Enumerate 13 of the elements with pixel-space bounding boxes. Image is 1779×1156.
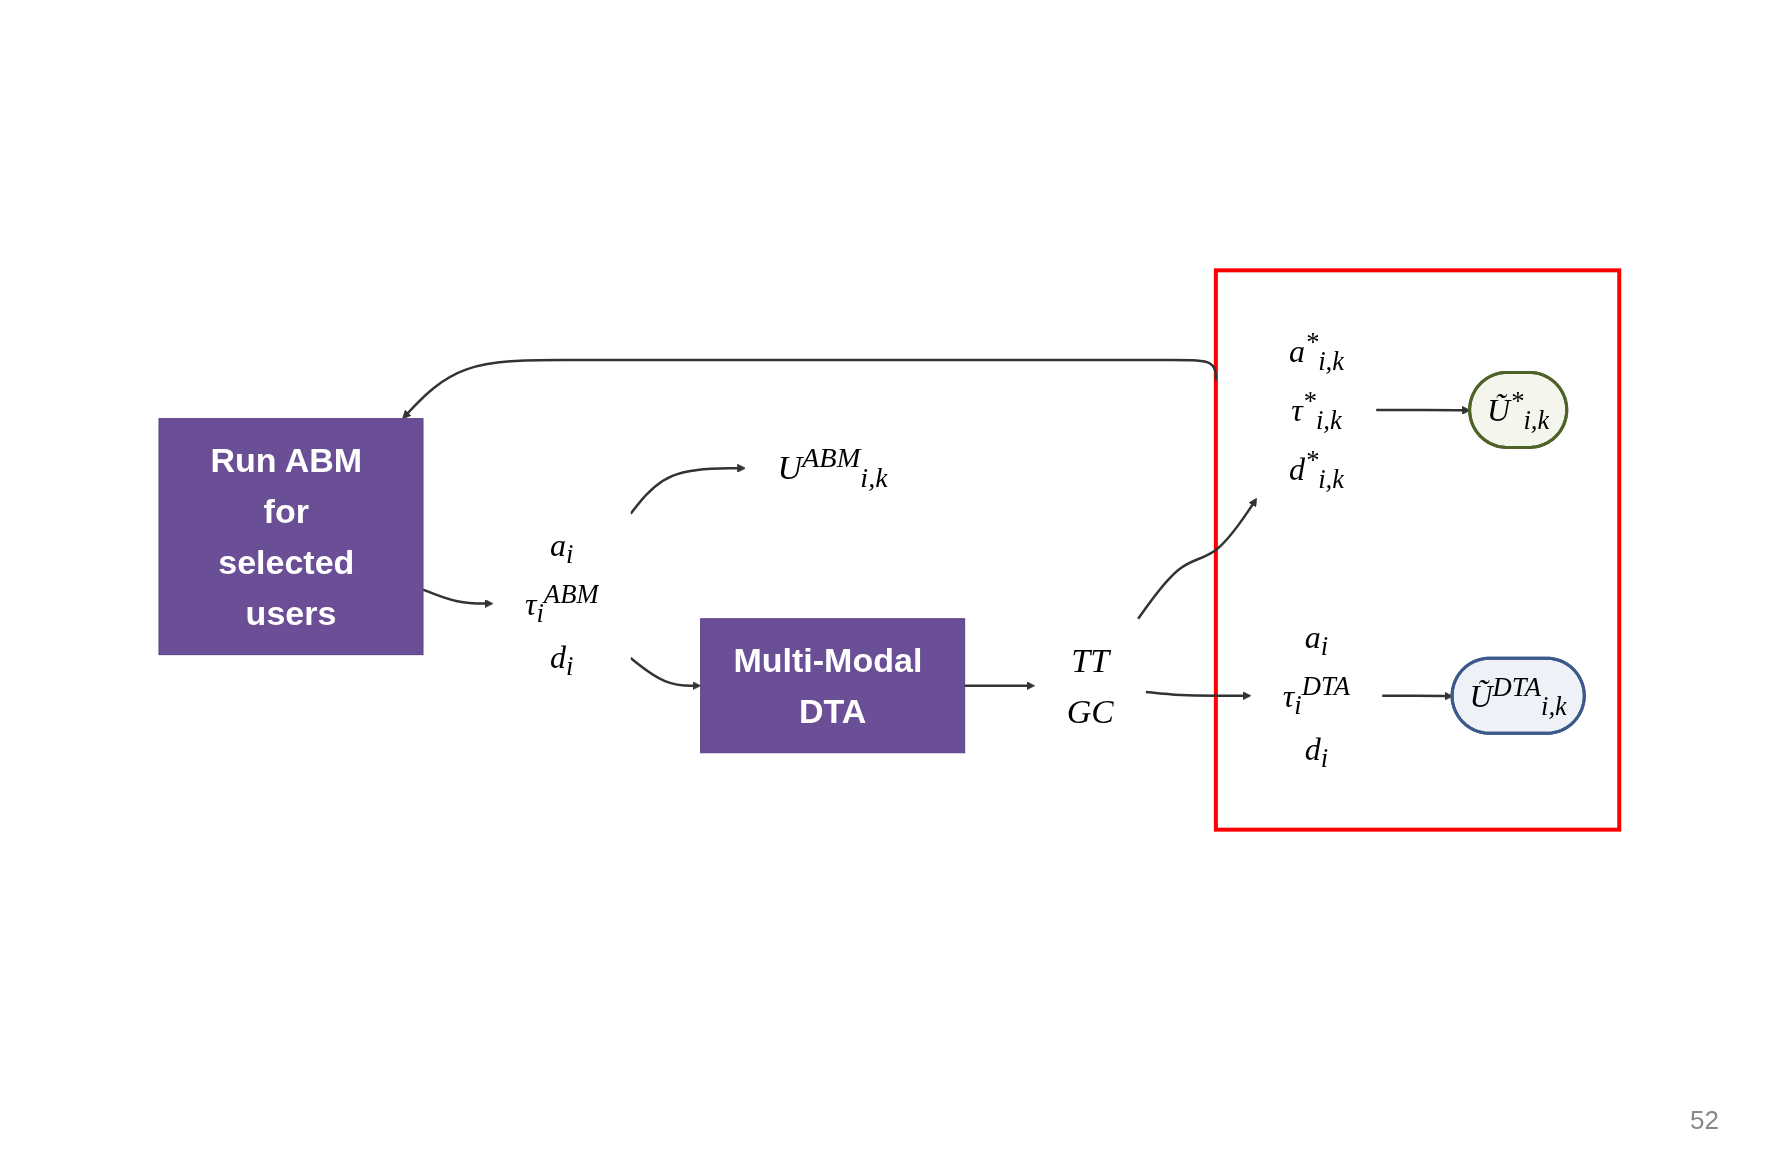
arrow xyxy=(402,358,1218,420)
arrow xyxy=(1376,405,1471,415)
cluster xyxy=(1214,268,1622,832)
arrow xyxy=(965,681,1036,691)
arrow xyxy=(1137,497,1258,620)
page-number: 52 xyxy=(1690,1105,1719,1135)
node-text: TT GC xyxy=(1067,641,1115,730)
arrow xyxy=(1146,690,1252,701)
node-box: Multi-Modal DTA xyxy=(700,618,966,754)
arrow xyxy=(630,463,747,515)
arrow xyxy=(630,657,702,691)
node-box: Run ABM for selected users xyxy=(158,418,424,656)
arrow xyxy=(422,588,494,608)
